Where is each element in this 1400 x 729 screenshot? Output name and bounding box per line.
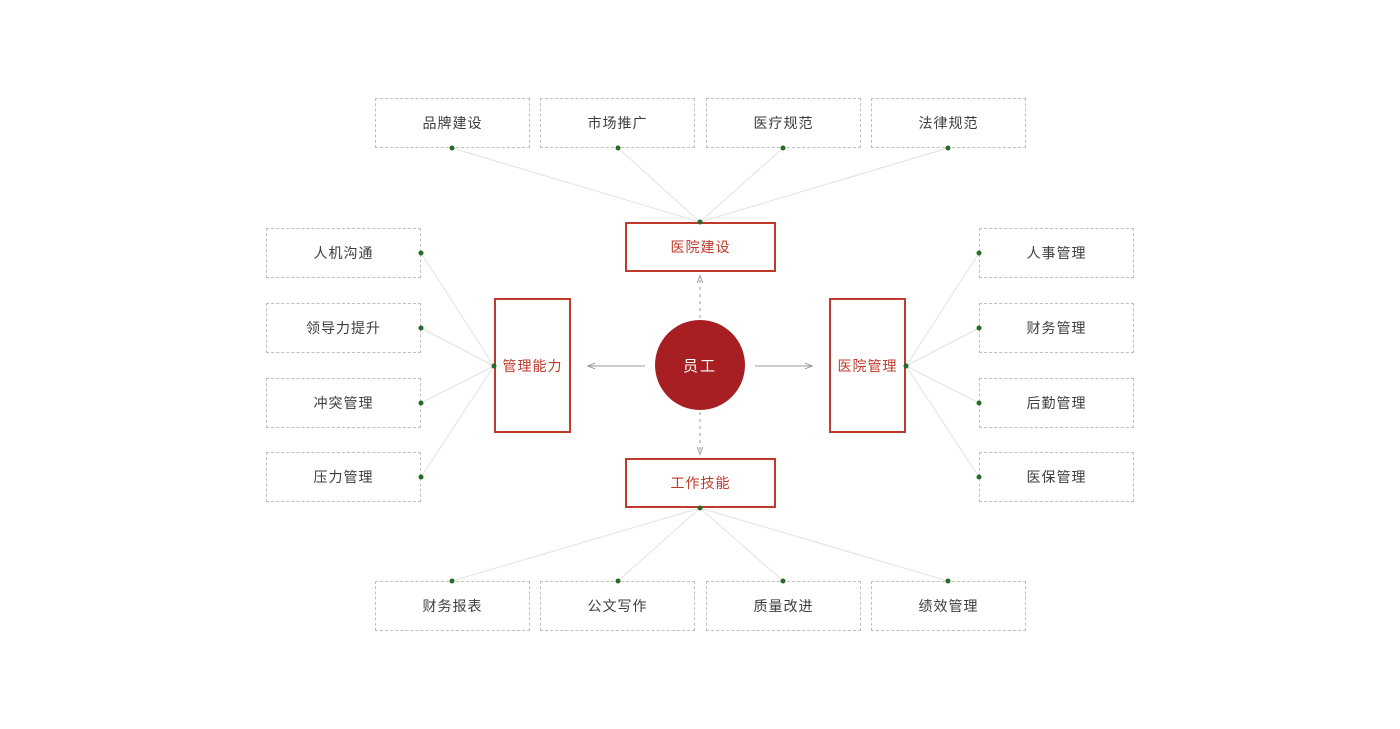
connector-dot-management-ability <box>491 363 497 369</box>
leaf-node-leadership-improvement[interactable]: 领导力提升 <box>266 303 421 353</box>
leaf-node-medical-standards[interactable]: 医疗规范 <box>706 98 861 148</box>
connector-dot-conflict-management <box>418 400 424 406</box>
leaf-node-personnel-management[interactable]: 人事管理 <box>979 228 1134 278</box>
leaf-node-official-writing[interactable]: 公文写作 <box>540 581 695 631</box>
connector-dot-hospital-management <box>903 363 909 369</box>
core-node-employee[interactable]: 员工 <box>655 320 745 410</box>
connector-dot-medical-standards <box>780 145 786 151</box>
connector-dot-work-skills <box>697 505 703 511</box>
leaf-node-market-promotion[interactable]: 市场推广 <box>540 98 695 148</box>
branch-node-hospital-construction[interactable]: 医院建设 <box>625 222 776 272</box>
leaf-node-performance-management[interactable]: 绩效管理 <box>871 581 1026 631</box>
connector-dot-hospital-construction <box>697 219 703 225</box>
leaf-node-insurance-management[interactable]: 医保管理 <box>979 452 1134 502</box>
connector-dot-logistics-management <box>976 400 982 406</box>
connector-dot-legal-standards <box>945 145 951 151</box>
leaf-node-conflict-management[interactable]: 冲突管理 <box>266 378 421 428</box>
leaf-node-brand-building[interactable]: 品牌建设 <box>375 98 530 148</box>
connector-dot-official-writing <box>615 578 621 584</box>
connector-dot-insurance-management <box>976 474 982 480</box>
leaf-node-human-machine-communication[interactable]: 人机沟通 <box>266 228 421 278</box>
connector-dot-brand-building <box>449 145 455 151</box>
connector-dot-market-promotion <box>615 145 621 151</box>
connector-dot-stress-management <box>418 474 424 480</box>
connector-dot-quality-improvement <box>780 578 786 584</box>
leaf-node-financial-management[interactable]: 财务管理 <box>979 303 1134 353</box>
connector-dot-personnel-management <box>976 250 982 256</box>
connector-dot-financial-reports <box>449 578 455 584</box>
leaf-node-logistics-management[interactable]: 后勤管理 <box>979 378 1134 428</box>
branch-node-management-ability[interactable]: 管理能力 <box>494 298 571 433</box>
connector-dot-leadership-improvement <box>418 325 424 331</box>
branch-node-hospital-management[interactable]: 医院管理 <box>829 298 906 433</box>
leaf-node-financial-reports[interactable]: 财务报表 <box>375 581 530 631</box>
branch-node-work-skills[interactable]: 工作技能 <box>625 458 776 508</box>
connector-dot-financial-management <box>976 325 982 331</box>
connector-dot-performance-management <box>945 578 951 584</box>
leaf-node-legal-standards[interactable]: 法律规范 <box>871 98 1026 148</box>
leaf-node-stress-management[interactable]: 压力管理 <box>266 452 421 502</box>
leaf-node-quality-improvement[interactable]: 质量改进 <box>706 581 861 631</box>
connector-dot-human-machine-communication <box>418 250 424 256</box>
